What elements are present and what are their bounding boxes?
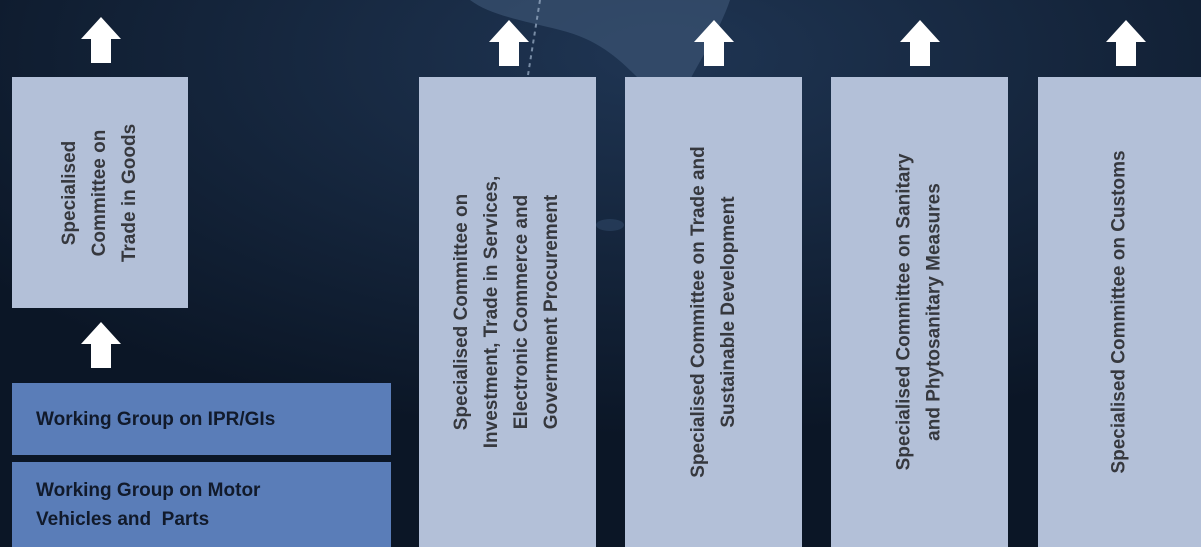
up-arrow-icon [489, 20, 529, 66]
label-line: Vehicles and Parts [36, 508, 210, 530]
committee-label: Specialised Committee on Investment, Tra… [448, 176, 568, 448]
up-arrow-icon [900, 20, 940, 66]
label-line: Working Group on IPR/GIs [36, 408, 276, 430]
working-group-motor-vehicles: Working Group on Motor Vehicles and Part… [12, 462, 391, 547]
label-line: Government Procurement [541, 194, 563, 430]
up-arrow-icon [694, 20, 734, 66]
label-line: Committee on [89, 129, 110, 256]
committee-investment-services: Specialised Committee on Investment, Tra… [419, 77, 596, 547]
committee-label: Specialised Committee on Trade and Susta… [684, 146, 744, 478]
committee-label: Specialised Committee on Trade in Goods [55, 123, 145, 261]
committee-sanitary-phytosanitary: Specialised Committee on Sanitary and Ph… [831, 77, 1008, 547]
up-arrow-icon [81, 322, 121, 368]
label-line: Investment, Trade in Services, [481, 175, 503, 449]
up-arrow-icon [1106, 20, 1146, 66]
label-line: Specialised Committee on Customs [1108, 150, 1130, 474]
label-line: Working Group on Motor [36, 479, 261, 501]
label-line: Specialised Committee on [451, 193, 473, 431]
committee-trade-in-goods: Specialised Committee on Trade in Goods [12, 77, 188, 308]
label-line: Electronic Commerce and [511, 194, 533, 430]
label-line: Trade in Goods [119, 123, 140, 262]
up-arrow-icon [81, 17, 121, 63]
working-group-ipr-gis: Working Group on IPR/GIs [12, 383, 391, 455]
map-island [596, 219, 624, 231]
label-line: Specialised [59, 140, 80, 245]
label-line: Sustainable Development [717, 196, 739, 428]
label-line: and Phytosanitary Measures [923, 183, 945, 441]
label-line: Specialised Committee on Sanitary [893, 153, 915, 471]
committee-label: Specialised Committee on Customs [1105, 150, 1135, 473]
label-line: Specialised Committee on Trade and [687, 146, 709, 478]
map-shape [470, 0, 730, 80]
committee-customs: Specialised Committee on Customs [1038, 77, 1201, 547]
committee-sustainable-development: Specialised Committee on Trade and Susta… [625, 77, 802, 547]
committee-label: Specialised Committee on Sanitary and Ph… [890, 154, 950, 471]
